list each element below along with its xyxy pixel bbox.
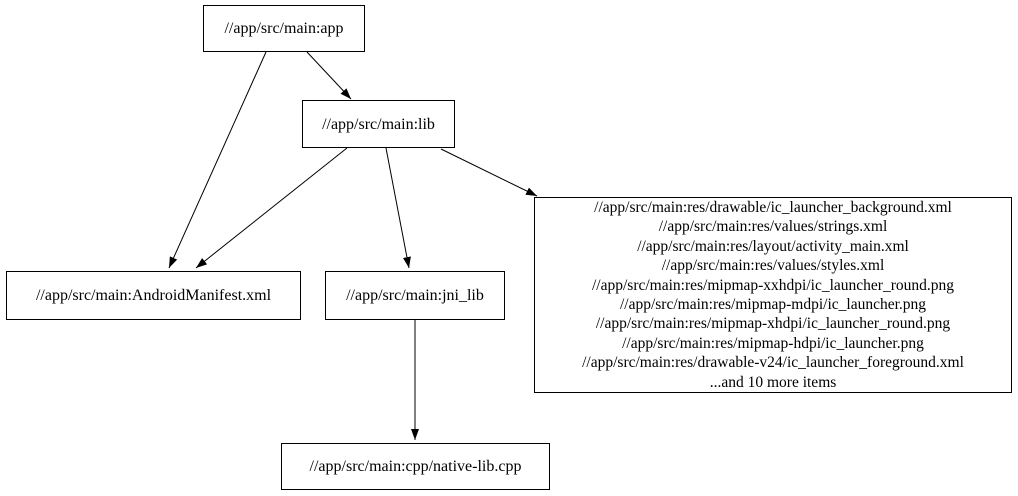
node-app-label: //app/src/main:app: [224, 20, 344, 37]
resource-item: //app/src/main:res/layout/activity_main.…: [637, 237, 909, 255]
node-lib: //app/src/main:lib: [302, 100, 455, 148]
node-jni-lib-label: //app/src/main:jni_lib: [346, 287, 484, 304]
node-android-manifest-label: //app/src/main:AndroidManifest.xml: [35, 287, 272, 304]
node-native-lib-label: //app/src/main:cpp/native-lib.cpp: [309, 458, 522, 475]
resource-item: //app/src/main:res/mipmap-xxhdpi/ic_laun…: [591, 276, 954, 294]
resource-item-more: ...and 10 more items: [709, 373, 837, 391]
edge-app-to-manifest: [168, 51, 267, 269]
node-jni-lib: //app/src/main:jni_lib: [325, 271, 505, 320]
resource-item: //app/src/main:res/values/styles.xml: [661, 257, 885, 275]
resource-item: //app/src/main:res/drawable/ic_launcher_…: [594, 198, 952, 216]
node-app: //app/src/main:app: [203, 5, 365, 52]
resource-item: //app/src/main:res/mipmap-hdpi/ic_launch…: [622, 334, 924, 352]
resource-item: //app/src/main:res/mipmap-xhdpi/ic_launc…: [595, 315, 951, 333]
node-lib-label: //app/src/main:lib: [322, 115, 435, 133]
edge-app-to-lib: [306, 51, 352, 100]
edge-lib-to-resources: [440, 148, 538, 197]
resource-item: //app/src/main:res/drawable-v24/ic_launc…: [582, 354, 964, 372]
edge-lib-to-manifest: [195, 147, 348, 269]
node-resources: //app/src/main:res/drawable/ic_launcher_…: [534, 197, 1012, 393]
resource-item: //app/src/main:res/mipmap-mdpi/ic_launch…: [619, 296, 927, 313]
resource-item: //app/src/main:res/values/strings.xml: [658, 218, 888, 236]
node-android-manifest: //app/src/main:AndroidManifest.xml: [6, 271, 301, 320]
node-native-lib: //app/src/main:cpp/native-lib.cpp: [281, 443, 550, 490]
edge-lib-to-jni-lib: [385, 147, 411, 269]
